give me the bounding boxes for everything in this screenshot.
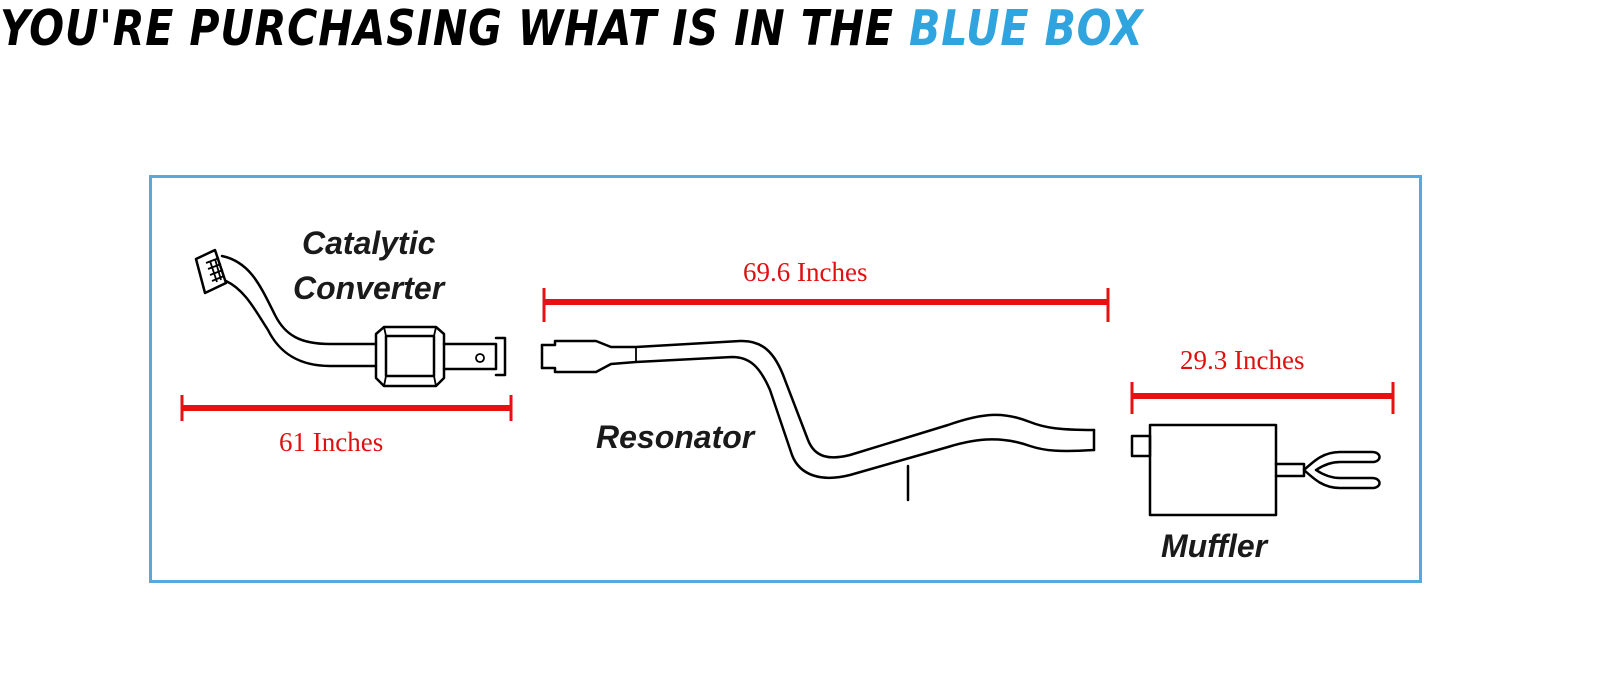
- headline-accent-text: BLUE BOX: [909, 0, 1144, 57]
- dimension-label-catalytic-converter: 61 Inches: [279, 427, 383, 457]
- label-catalytic-line-1: Catalytic: [302, 225, 436, 261]
- dimension-line-muffler: [1130, 382, 1395, 414]
- muffler-drawing: [1130, 423, 1381, 517]
- dimension-label-resonator: 69.6 Inches: [743, 257, 867, 287]
- label-muffler: Muffler: [1161, 528, 1269, 564]
- dimension-line-resonator: [542, 288, 1110, 322]
- resonator-pipe-drawing: [540, 339, 1096, 502]
- dimension-label-muffler: 29.3 Inches: [1180, 345, 1304, 375]
- catalytic-converter-pipe-drawing: [194, 248, 507, 388]
- dimension-line-catalytic-converter: [180, 395, 513, 421]
- label-resonator: Resonator: [596, 419, 756, 455]
- headline-text: YOU'RE PURCHASING WHAT IS IN THE: [0, 0, 910, 57]
- label-catalytic-line-2: Converter: [293, 270, 446, 306]
- page-headline: YOU'RE PURCHASING WHAT IS IN THE BLUE BO…: [0, 2, 1344, 56]
